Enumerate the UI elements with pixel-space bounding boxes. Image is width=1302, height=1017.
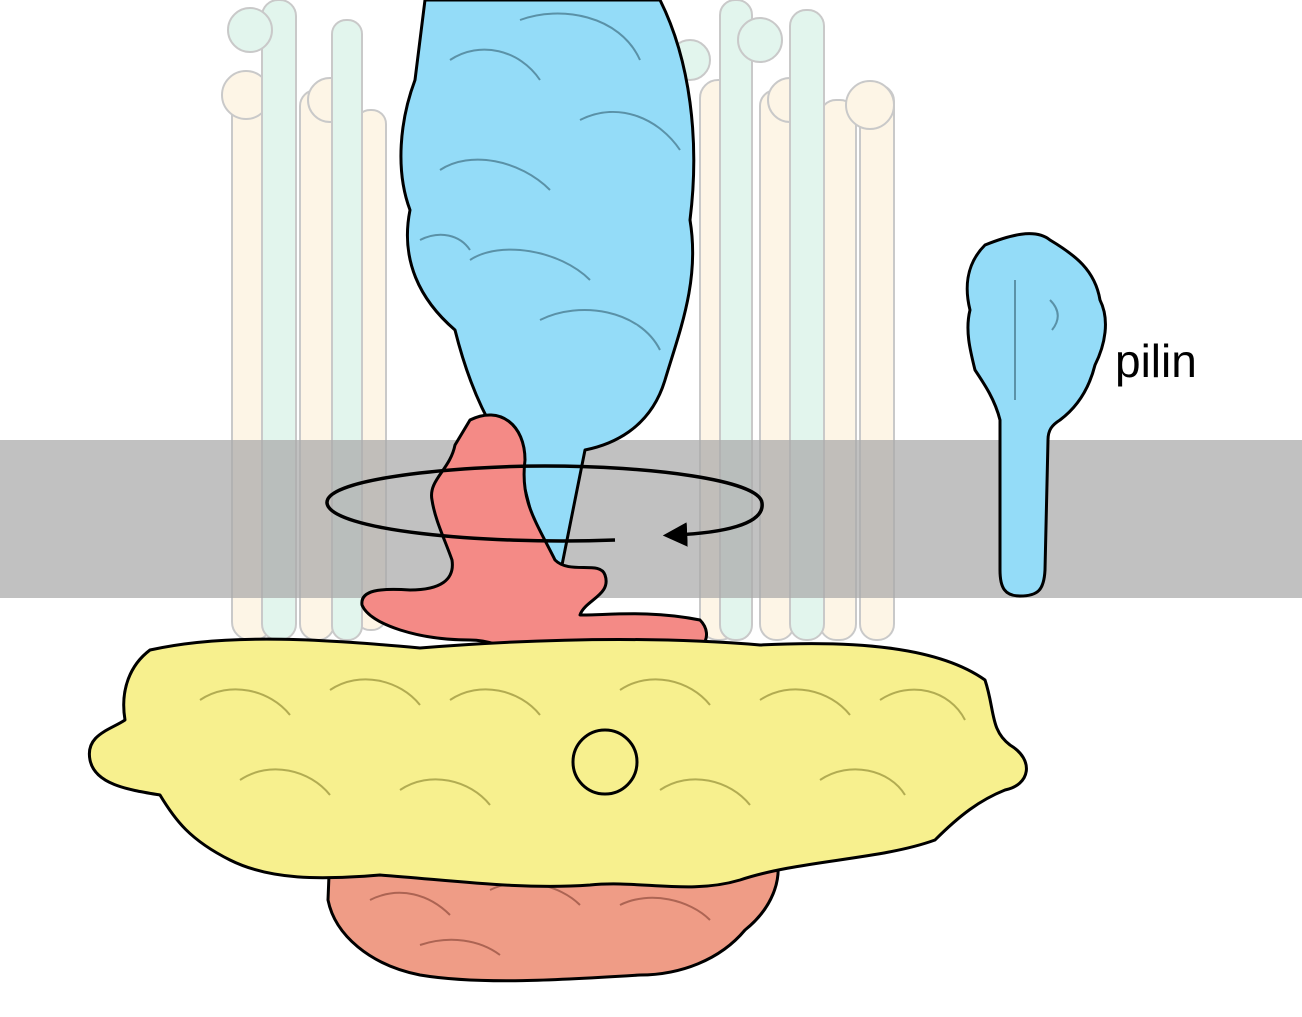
pilus-fiber — [399, 0, 696, 580]
membrane-band — [0, 440, 1302, 598]
motor-ring — [87, 637, 1028, 889]
rotation-arrow — [325, 464, 764, 547]
pilin-label: pilin — [1115, 335, 1197, 387]
pilin-subunit — [965, 232, 1107, 598]
